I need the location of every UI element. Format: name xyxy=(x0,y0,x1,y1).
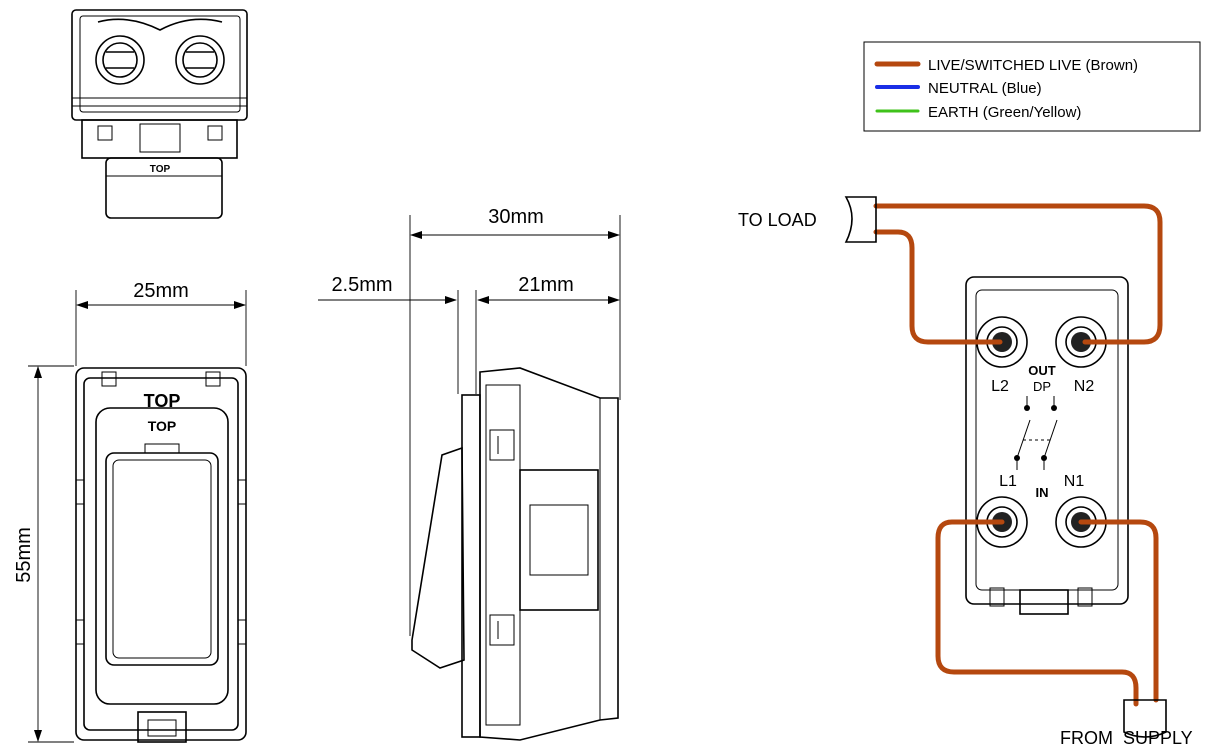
terminal-label-l1: L1 xyxy=(999,473,1017,490)
front-marking-large: TOP xyxy=(144,391,181,411)
dim-width-25: 25mm xyxy=(133,280,189,302)
legend-label-earth: EARTH (Green/Yellow) xyxy=(928,104,1081,121)
double-pole-switch-symbol xyxy=(1014,396,1058,470)
side-dimensions: 30mm 2.5mm 21mm xyxy=(318,206,621,636)
legend: LIVE/SWITCHED LIVE (Brown) NEUTRAL (Blue… xyxy=(863,41,1201,132)
front-width-dimension: 25mm xyxy=(75,280,247,366)
side-view-drawing xyxy=(411,367,619,741)
legend-label-live: LIVE/SWITCHED LIVE (Brown) xyxy=(928,57,1138,74)
front-marking-small: TOP xyxy=(148,418,177,434)
dim-depth-30: 30mm xyxy=(488,206,544,228)
out-label: OUT xyxy=(1028,363,1056,378)
wires xyxy=(873,203,1163,707)
top-view-drawing: TOP xyxy=(71,9,248,219)
dim-height-55: 55mm xyxy=(13,527,35,583)
dp-label: DP xyxy=(1033,379,1051,394)
front-height-dimension: 55mm xyxy=(13,365,74,743)
wire-load-l2 xyxy=(873,229,1003,345)
wire-load-n2 xyxy=(873,203,1163,345)
terminal-label-n2: N2 xyxy=(1074,378,1095,395)
front-view-drawing: TOP TOP xyxy=(75,367,247,743)
dim-back-21: 21mm xyxy=(518,274,574,296)
load-cable-end xyxy=(844,196,877,243)
legend-label-neutral: NEUTRAL (Blue) xyxy=(928,80,1042,97)
terminal-label-n1: N1 xyxy=(1064,473,1085,490)
dim-front-2-5: 2.5mm xyxy=(331,274,392,296)
wire-supply-l1 xyxy=(935,519,1139,707)
supply-cable-end xyxy=(1123,699,1167,738)
to-load-label: TO LOAD xyxy=(738,210,817,230)
switch-module-rear: L2 N2 OUT DP L1 N1 IN xyxy=(965,276,1129,615)
terminal-label-l2: L2 xyxy=(991,378,1009,395)
in-label: IN xyxy=(1036,485,1049,500)
wire-supply-n1 xyxy=(1078,519,1159,703)
from-supply-label: FROM SUPPLY xyxy=(1060,728,1193,748)
top-view-marking: TOP xyxy=(150,164,171,175)
